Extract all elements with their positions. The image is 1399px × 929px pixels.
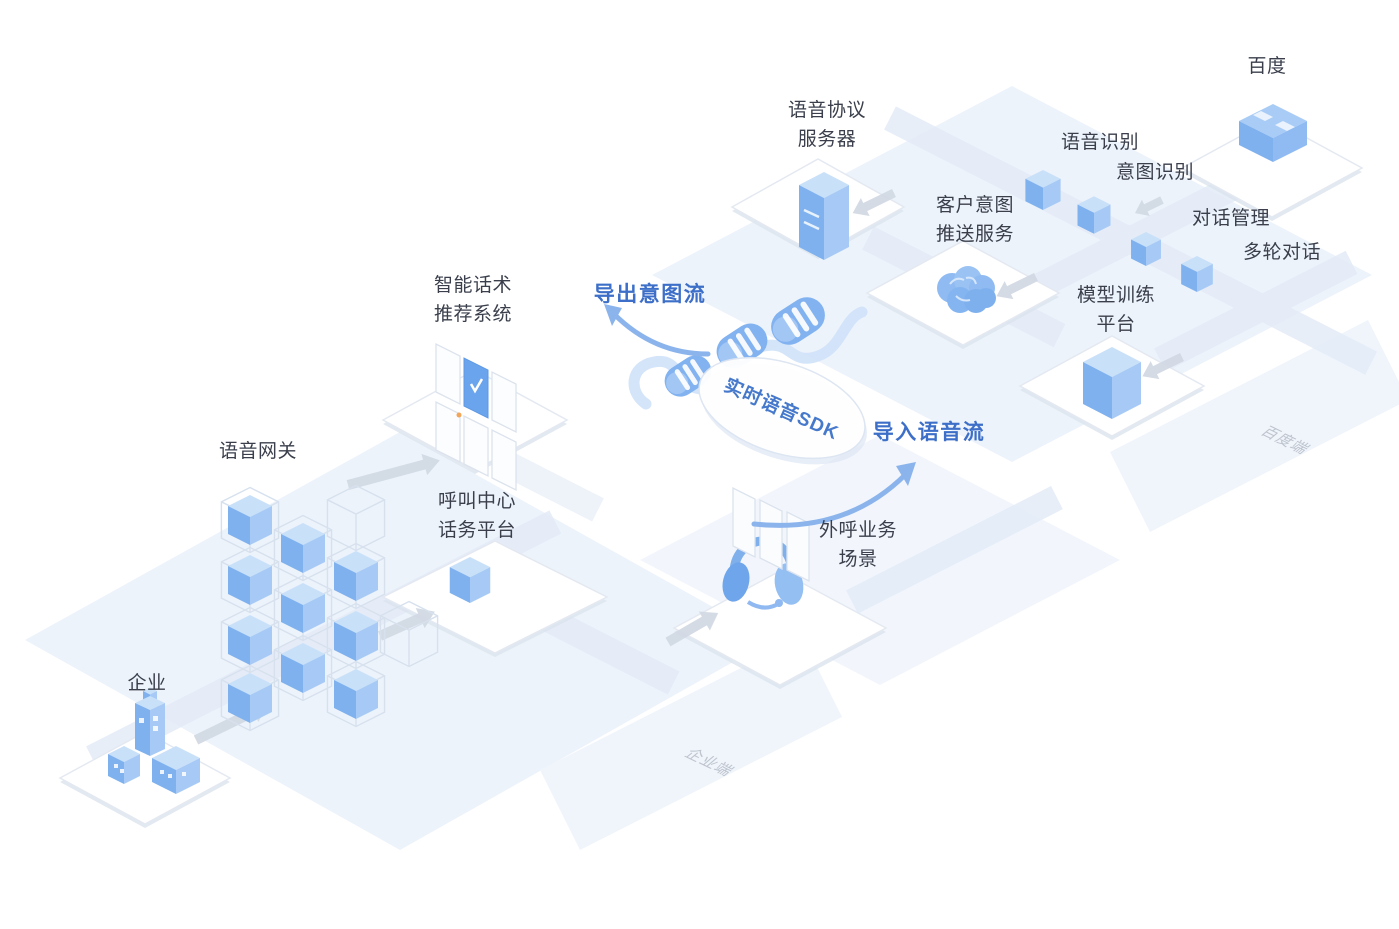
iso-tiles [58, 118, 1364, 828]
blue-arrows [604, 304, 916, 528]
tile-call-center [381, 540, 609, 657]
arrow-gateway-to-script [346, 453, 440, 490]
document-cards-icon [435, 343, 517, 491]
flow-export-intent-stream: 导出意图流 [593, 283, 707, 306]
gray-arrows [193, 188, 1184, 745]
tile-outbound [672, 570, 888, 689]
arrow-callcenter-to-outbound [665, 611, 719, 647]
arrow-gateway-to-callcenter [377, 608, 435, 641]
tile-baidu [1180, 118, 1364, 221]
label-speech-recognition: 语音识别 [1060, 132, 1140, 153]
label-multi-turn-dialog: 多轮对话 [1242, 242, 1322, 263]
arrow-to-intent-push [996, 272, 1038, 300]
label-dialog-management: 对话管理 [1191, 208, 1271, 229]
highlighted-card [463, 357, 489, 419]
label-outbound: 外呼业务 场景 [818, 520, 898, 571]
label-call-center: 呼叫中心 话务平台 [437, 491, 517, 542]
arrow-to-model-training [1142, 352, 1184, 380]
brain-icon [937, 266, 996, 313]
flow-import-voice-stream: 导入语音流 [872, 421, 986, 444]
label-voice-gateway: 语音网关 [218, 441, 298, 462]
sdk-ellipse [698, 356, 867, 465]
label-baidu: 百度 [1247, 56, 1287, 77]
server-cube-icon [1083, 347, 1141, 419]
label-model-training: 模型训练 平台 [1076, 285, 1156, 336]
arrow-to-protocol-server [852, 188, 896, 217]
label-enterprise: 企业 [127, 673, 167, 694]
label-voice-protocol-server: 语音协议 服务器 [787, 100, 867, 151]
server-tower-icon [797, 170, 851, 262]
label-intent-recognition: 意图识别 [1115, 162, 1195, 183]
label-smart-script: 智能话术 推荐系统 [433, 275, 513, 326]
building-icon [108, 687, 200, 794]
export-intent-arrow [611, 311, 711, 357]
arrow-recognition-chain [1135, 196, 1164, 216]
brick-icon [1239, 104, 1307, 162]
label-customer-intent-push: 客户意图 推送服务 [935, 195, 1015, 246]
import-voice-arrow [751, 471, 909, 528]
